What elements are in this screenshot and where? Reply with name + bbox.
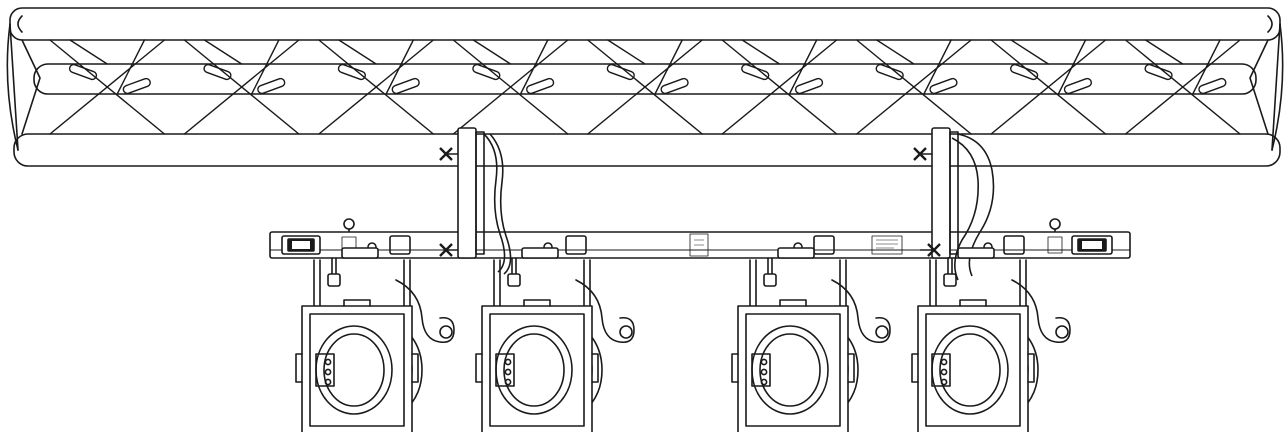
truss-slot [203, 63, 232, 81]
truss-brace [452, 39, 569, 135]
truss-brace [875, 39, 915, 65]
truss-slot [794, 77, 824, 95]
truss-brace [472, 39, 512, 65]
truss-brace [1124, 39, 1241, 135]
truss-brace [203, 39, 243, 65]
truss-brace [49, 39, 166, 135]
truss-brace [923, 39, 952, 95]
truss-slot [122, 77, 151, 95]
truss-slot [875, 63, 904, 81]
truss-brace [1010, 39, 1050, 65]
par-fixture [295, 247, 455, 436]
truss-slot [257, 77, 286, 95]
truss-brace [990, 39, 1107, 135]
truss-slot [929, 77, 958, 95]
truss-brace [69, 39, 108, 65]
truss-slot [526, 77, 555, 95]
truss-slot [1063, 77, 1093, 95]
truss-slot [391, 77, 420, 95]
truss-brace [1192, 39, 1221, 95]
truss-slot [1010, 63, 1039, 81]
truss-brace [721, 39, 838, 135]
truss-brace [385, 39, 415, 95]
truss-brace [587, 39, 703, 135]
truss-brace [607, 39, 646, 65]
truss-brace [788, 39, 818, 95]
truss-slot [606, 63, 635, 81]
truss-brace [519, 39, 549, 95]
par-fixture [911, 247, 1071, 436]
par-fixture [475, 247, 635, 436]
truss-clamp-left [439, 127, 512, 275]
truss-brace [1057, 39, 1087, 95]
truss-slot [1144, 63, 1173, 81]
truss-brace [741, 39, 781, 65]
truss-brace [654, 39, 683, 95]
truss-brace [855, 39, 972, 135]
truss-slot [1198, 77, 1227, 95]
truss-lacing [49, 39, 1241, 135]
truss-slot [472, 63, 501, 81]
truss-slot [660, 77, 689, 95]
truss-slot [741, 63, 770, 81]
par-fixture [731, 247, 891, 436]
lighting-bar [269, 218, 1131, 259]
truss-brace [338, 39, 377, 65]
truss-slot [68, 63, 98, 81]
truss-brace [183, 39, 300, 135]
truss-brace [116, 39, 146, 95]
truss-brace [250, 39, 280, 95]
truss-brace [1144, 39, 1184, 65]
truss-brace [318, 39, 435, 135]
truss-slot [337, 63, 367, 81]
